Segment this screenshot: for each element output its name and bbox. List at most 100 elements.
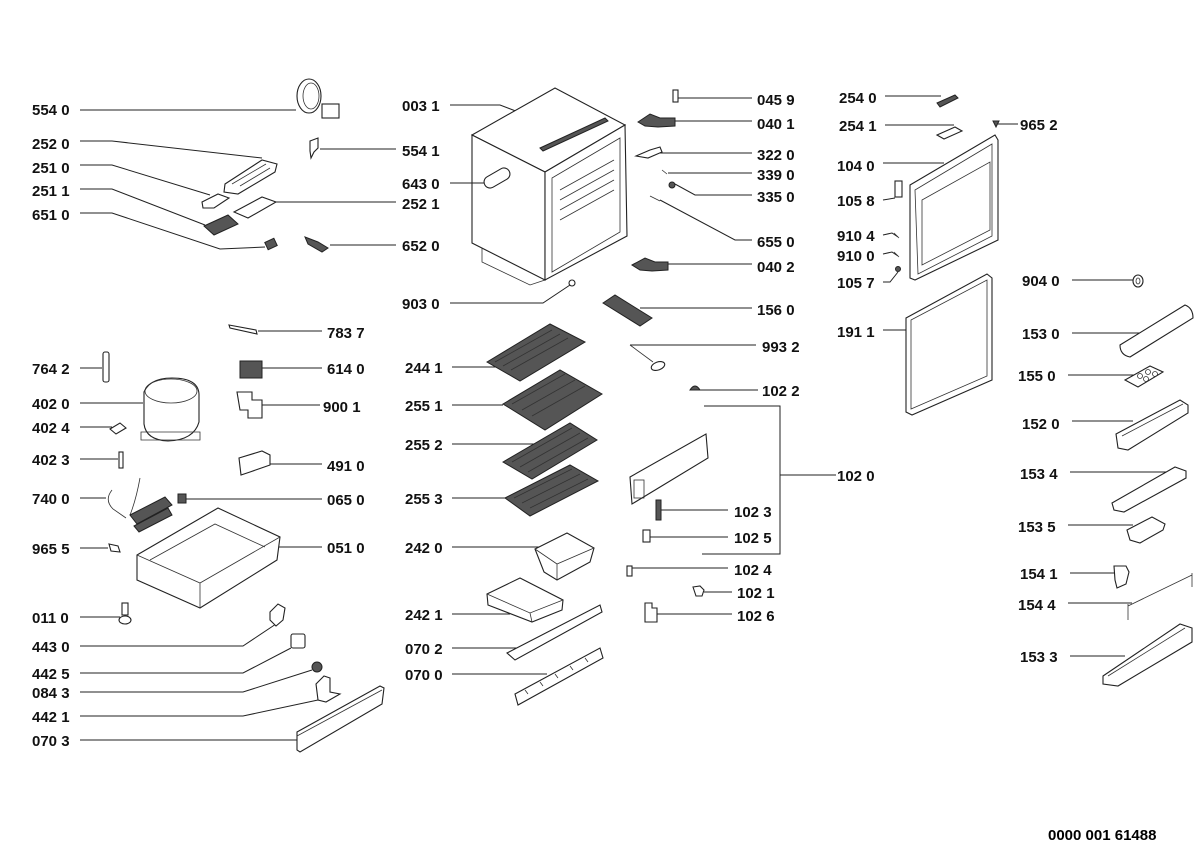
part-102-3[interactable]: 102 3 <box>655 499 772 521</box>
part-011-0[interactable]: 011 0 <box>32 602 132 627</box>
part-label: 242 0 <box>405 540 443 557</box>
bottle-shelf-icon <box>1102 623 1193 687</box>
part-label: 070 3 <box>32 733 70 750</box>
part-643-0[interactable]: 643 0 <box>402 166 512 193</box>
part-104-0[interactable]: 104 0 <box>837 134 999 281</box>
part-491-0[interactable]: 491 0 <box>238 450 365 476</box>
overload-protector-icon <box>236 391 263 419</box>
part-155-0[interactable]: 155 0 <box>1018 365 1165 388</box>
part-051-0[interactable]: 051 0 <box>136 507 365 609</box>
part-102-1[interactable]: 102 1 <box>692 585 775 602</box>
part-251-0[interactable]: 251 0 <box>32 160 231 209</box>
part-label: 152 0 <box>1022 416 1060 433</box>
part-102-0[interactable]: 102 0 <box>629 405 875 555</box>
part-153-5[interactable]: 153 5 <box>1018 516 1166 544</box>
part-402-4[interactable]: 402 4 <box>32 420 127 437</box>
part-339-0[interactable]: 339 0 <box>661 167 795 184</box>
part-154-1[interactable]: 154 1 <box>1020 565 1130 589</box>
part-153-0[interactable]: 153 0 <box>1022 304 1194 358</box>
part-322-0[interactable]: 322 0 <box>634 146 795 164</box>
part-label: 339 0 <box>757 167 795 184</box>
part-652-0[interactable]: 652 0 <box>304 236 440 255</box>
part-070-0[interactable]: 070 0 <box>405 647 604 706</box>
leader-line <box>80 669 313 693</box>
part-102-5[interactable]: 102 5 <box>642 529 772 547</box>
bracket-icon <box>269 603 286 627</box>
part-label: 104 0 <box>837 158 875 175</box>
compressor-icon <box>143 377 200 442</box>
part-910-0[interactable]: 910 0 <box>837 248 900 265</box>
part-102-2[interactable]: 102 2 <box>689 383 800 400</box>
part-554-1[interactable]: 554 1 <box>309 137 440 160</box>
part-102-6[interactable]: 102 6 <box>644 602 775 625</box>
part-900-1[interactable]: 900 1 <box>236 391 361 419</box>
part-105-7[interactable]: 105 7 <box>837 266 901 293</box>
part-255-1[interactable]: 255 1 <box>405 369 603 431</box>
part-965-5[interactable]: 965 5 <box>32 541 121 558</box>
clamp-icon <box>109 422 127 435</box>
part-402-3[interactable]: 402 3 <box>32 451 124 469</box>
thermostat-ring-icon <box>296 78 322 114</box>
part-070-3[interactable]: 070 3 <box>32 685 385 753</box>
housing-plate-icon <box>232 196 278 219</box>
part-045-9[interactable]: 045 9 <box>672 89 795 109</box>
part-252-1[interactable]: 252 1 <box>232 196 440 219</box>
part-003-1[interactable]: 003 1 <box>402 87 628 286</box>
part-554-0[interactable]: 554 0 <box>32 78 340 119</box>
part-label: 051 0 <box>327 540 365 557</box>
pin-icon <box>118 451 124 469</box>
leader-line <box>80 212 266 250</box>
part-242-0[interactable]: 242 0 <box>405 532 595 581</box>
part-255-3[interactable]: 255 3 <box>405 464 600 517</box>
part-label: 255 3 <box>405 491 443 508</box>
ice-tray-icon <box>602 294 653 327</box>
part-764-2[interactable]: 764 2 <box>32 351 110 383</box>
part-251-1[interactable]: 251 1 <box>32 183 239 236</box>
part-label: 084 3 <box>32 685 70 702</box>
part-040-1[interactable]: 040 1 <box>637 113 795 133</box>
part-105-8[interactable]: 105 8 <box>837 180 903 210</box>
part-740-0[interactable]: 740 0 <box>32 477 173 533</box>
part-040-2[interactable]: 040 2 <box>631 257 795 276</box>
part-783-7[interactable]: 783 7 <box>228 324 365 342</box>
part-070-2[interactable]: 070 2 <box>405 604 603 661</box>
part-254-1[interactable]: 254 1 <box>839 118 964 140</box>
part-label: 105 7 <box>837 275 875 292</box>
part-443-0[interactable]: 443 0 <box>32 603 286 656</box>
part-152-0[interactable]: 152 0 <box>1022 399 1189 451</box>
part-label: 153 0 <box>1022 326 1060 343</box>
part-655-0[interactable]: 655 0 <box>649 195 795 251</box>
part-242-1[interactable]: 242 1 <box>405 577 564 624</box>
part-993-2[interactable]: 993 2 <box>629 339 800 372</box>
part-252-0[interactable]: 252 0 <box>32 136 278 195</box>
part-903-0[interactable]: 903 0 <box>402 279 576 313</box>
part-label: 011 0 <box>32 610 69 627</box>
screw-icon <box>893 251 900 258</box>
part-255-2[interactable]: 255 2 <box>405 422 598 480</box>
part-614-0[interactable]: 614 0 <box>239 360 365 379</box>
part-244-1[interactable]: 244 1 <box>405 323 587 382</box>
part-904-0[interactable]: 904 0 <box>1022 273 1144 290</box>
part-910-4[interactable]: 910 4 <box>837 228 900 245</box>
part-402-0[interactable]: 402 0 <box>32 377 201 442</box>
part-label: 153 3 <box>1020 649 1058 666</box>
part-651-0[interactable]: 651 0 <box>32 207 278 251</box>
part-442-1[interactable]: 442 1 <box>32 675 342 726</box>
screw-icon <box>668 181 676 189</box>
hinge-part-icon <box>692 585 705 597</box>
part-084-3[interactable]: 084 3 <box>32 661 323 702</box>
part-065-0[interactable]: 065 0 <box>177 492 365 509</box>
part-153-3[interactable]: 153 3 <box>1020 623 1193 687</box>
part-191-1[interactable]: 191 1 <box>837 273 993 416</box>
document-number: 0000 001 61488 <box>1048 827 1156 844</box>
leader-line <box>882 251 899 257</box>
part-156-0[interactable]: 156 0 <box>602 294 795 327</box>
part-154-4[interactable]: 154 4 <box>1018 573 1193 620</box>
part-153-4[interactable]: 153 4 <box>1020 466 1187 513</box>
part-335-0[interactable]: 335 0 <box>668 181 795 206</box>
kick-plate-part-icon <box>506 604 603 661</box>
part-102-4[interactable]: 102 4 <box>626 562 772 579</box>
part-442-5[interactable]: 442 5 <box>32 633 306 683</box>
part-965-2[interactable]: 965 2 <box>992 117 1058 134</box>
part-254-0[interactable]: 254 0 <box>839 90 959 108</box>
